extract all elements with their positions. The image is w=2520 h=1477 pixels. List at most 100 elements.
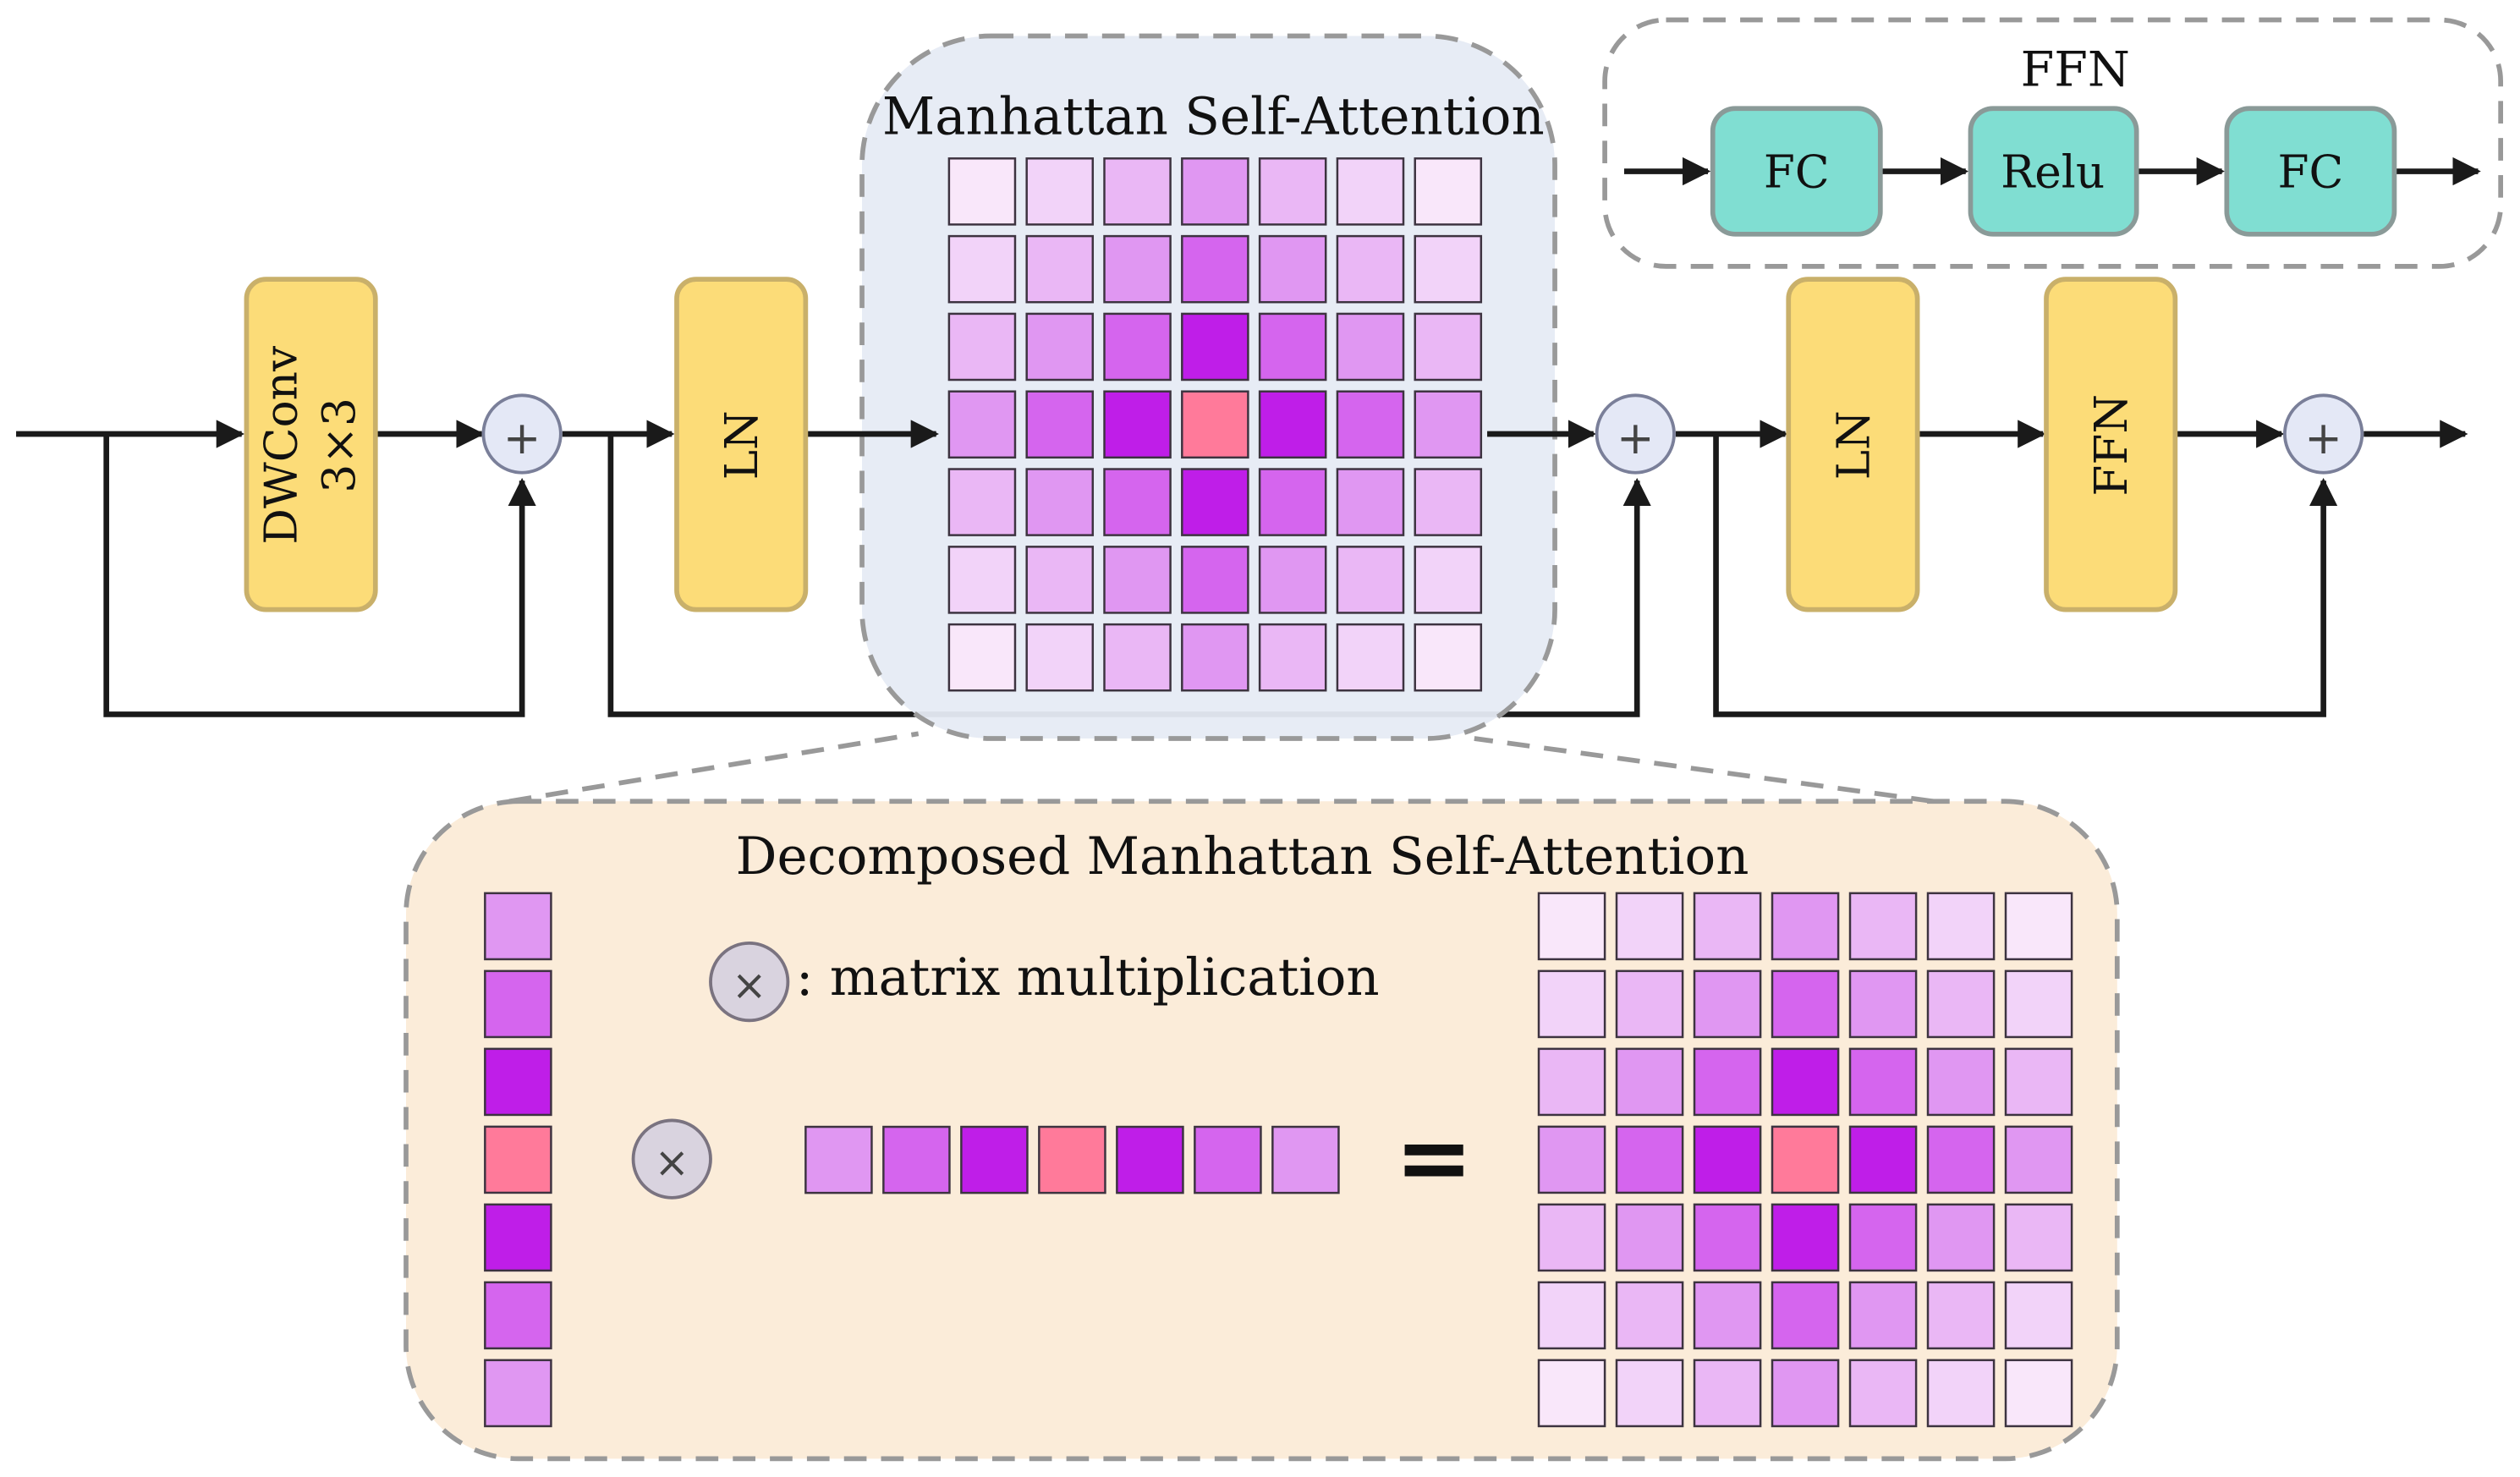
multiply-circle: × xyxy=(631,1118,712,1200)
skip-path-1 xyxy=(103,434,536,717)
column-vector-cell xyxy=(484,969,552,1039)
msa-cell xyxy=(1414,312,1483,382)
result-cell xyxy=(1615,1125,1684,1194)
result-cell xyxy=(1771,892,1840,961)
msa-cell xyxy=(1103,468,1172,536)
result-cell xyxy=(2004,1203,2073,1272)
msa-cell xyxy=(1258,157,1327,226)
result-cell xyxy=(1537,1125,1606,1194)
msa-cell xyxy=(1258,546,1327,614)
zoom-connector-right xyxy=(1474,736,1935,804)
result-cell xyxy=(2004,1281,2073,1350)
add-circle-1-symbol: + xyxy=(503,411,541,464)
ffn-block: FFN xyxy=(2044,277,2178,612)
ln2-label: LN xyxy=(1826,410,1880,480)
msa-cell xyxy=(1336,312,1405,382)
msa-cell xyxy=(1181,390,1249,459)
msa-cell xyxy=(1181,468,1249,536)
result-cell xyxy=(2004,1125,2073,1194)
add-circle-3: + xyxy=(2283,393,2364,475)
result-cell xyxy=(1848,1203,1918,1272)
column-vector-cell xyxy=(484,1203,552,1272)
add-circle-2: + xyxy=(1595,393,1676,475)
msa-cell xyxy=(1025,157,1095,226)
row-vector-cell xyxy=(960,1125,1029,1194)
ffn-fc2-label: FC xyxy=(2277,146,2343,199)
msa-cell xyxy=(1025,623,1095,692)
ln2-block: LN xyxy=(1786,277,1920,612)
msa-cell xyxy=(1258,234,1327,304)
ffn-fc2-block: FC xyxy=(2224,106,2397,237)
result-cell xyxy=(1926,892,1996,961)
result-cell xyxy=(1537,1359,1606,1428)
msa-cell xyxy=(1181,623,1249,692)
result-cell xyxy=(1615,1047,1684,1117)
result-cell xyxy=(1771,1047,1840,1117)
result-cell xyxy=(1615,892,1684,961)
msa-cell xyxy=(947,546,1017,614)
legend-text: : matrix multiplication xyxy=(796,947,1380,1008)
result-cell xyxy=(1615,969,1684,1039)
result-cell xyxy=(1771,1203,1840,1272)
result-cell xyxy=(1693,892,1762,961)
column-vector xyxy=(484,892,552,1428)
msa-cell xyxy=(1181,312,1249,382)
msa-cell xyxy=(1336,468,1405,536)
msa-cell xyxy=(947,234,1017,304)
result-cell xyxy=(1615,1281,1684,1350)
result-cell xyxy=(1693,1281,1762,1350)
result-cell xyxy=(2004,892,2073,961)
msa-cell xyxy=(1025,546,1095,614)
ln1-block: LN xyxy=(674,277,809,612)
msa-grid xyxy=(947,157,1483,692)
skip-path-3 xyxy=(1713,434,2338,717)
msa-cell xyxy=(947,468,1017,536)
ffn-relu-label: Relu xyxy=(2001,146,2105,199)
result-cell xyxy=(1926,1203,1996,1272)
msa-cell xyxy=(1103,157,1172,226)
ln1-label: LN xyxy=(715,410,768,480)
result-cell xyxy=(1693,1047,1762,1117)
equals-sign: = xyxy=(1395,1103,1474,1212)
ffn-label: FFN xyxy=(2084,394,2138,497)
result-cell xyxy=(1848,1125,1918,1194)
result-cell xyxy=(1771,1125,1840,1194)
result-cell xyxy=(1693,1203,1762,1272)
msa-cell xyxy=(1414,468,1483,536)
column-vector-cell xyxy=(484,892,552,961)
msa-cell xyxy=(1258,623,1327,692)
ffn-fc1-label: FC xyxy=(1764,146,1830,199)
result-cell xyxy=(1926,1125,1996,1194)
legend-times-circle: × xyxy=(709,941,790,1023)
result-cell xyxy=(1848,1359,1918,1428)
msa-cell xyxy=(1025,390,1095,459)
msa-cell xyxy=(1336,546,1405,614)
msa-cell xyxy=(1336,157,1405,226)
msa-cell xyxy=(1181,157,1249,226)
add-circle-1: + xyxy=(481,393,563,475)
result-cell xyxy=(1926,1047,1996,1117)
msa-cell xyxy=(1103,623,1172,692)
add-circle-3-symbol: + xyxy=(2304,411,2342,464)
result-cell xyxy=(1693,969,1762,1039)
ffn-detail-title: FFN xyxy=(2021,42,2130,98)
msa-cell xyxy=(1414,157,1483,226)
msa-cell xyxy=(1336,623,1405,692)
result-cell xyxy=(1537,1203,1606,1272)
multiply-symbol: × xyxy=(655,1138,690,1187)
msa-cell xyxy=(947,312,1017,382)
msa-cell xyxy=(1336,234,1405,304)
msa-cell xyxy=(1258,468,1327,536)
row-vector-cell xyxy=(1194,1125,1262,1194)
result-cell xyxy=(1537,892,1606,961)
row-vector-cell xyxy=(1271,1125,1340,1194)
ffn-relu-block: Relu xyxy=(1968,106,2139,237)
msa-cell xyxy=(1103,234,1172,304)
msa-cell xyxy=(947,390,1017,459)
msa-cell xyxy=(1025,312,1095,382)
result-cell xyxy=(1537,1281,1606,1350)
msa-cell xyxy=(1258,312,1327,382)
msa-cell xyxy=(1258,390,1327,459)
msa-title: Manhattan Self-Attention xyxy=(882,87,1545,147)
row-vector-cell xyxy=(1038,1125,1106,1194)
